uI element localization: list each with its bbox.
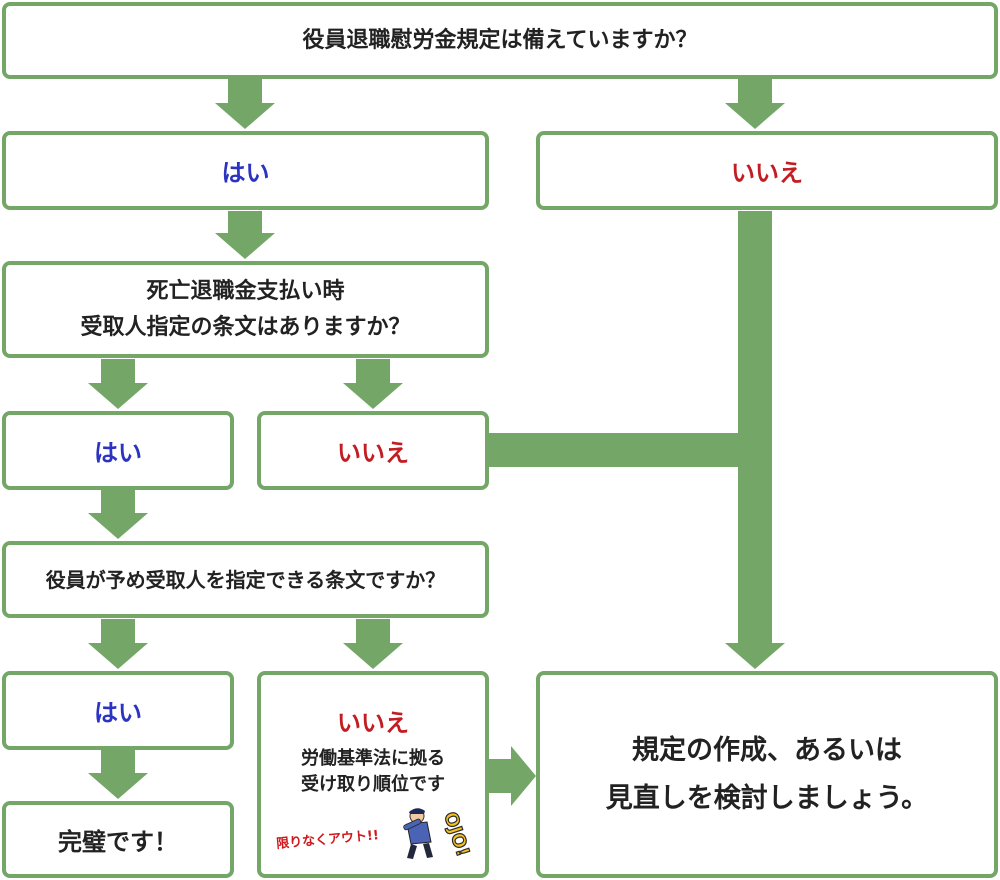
arrow-q3-no <box>343 619 403 669</box>
arrow-no-to-final <box>725 211 785 669</box>
q1-yes-label: はい <box>221 159 270 187</box>
ojo-stamp-text: OJO! <box>439 809 471 859</box>
complete-text: 完璧です！ <box>58 828 178 856</box>
q2-no-box: いいえ <box>257 411 489 490</box>
q3-yes-label: はい <box>94 699 142 727</box>
q3-no-box: いいえ 労働基準法に拠る 受け取り順位です 限りなくアウト!! OJO! <box>257 671 489 878</box>
final-line1: 規定の作成、あるいは <box>632 734 902 766</box>
q1-no-label: いいえ <box>731 159 803 187</box>
complete-box: 完璧です！ <box>2 801 234 878</box>
question-2-line1: 死亡退職金支払い時 <box>146 278 345 304</box>
line-q2-no-join <box>489 433 741 467</box>
q2-yes-box: はい <box>2 411 234 490</box>
question-3-text: 役員が予め受取人を指定できる条文ですか？ <box>45 567 446 592</box>
question-2-box: 死亡退職金支払い時 受取人指定の条文はありますか？ <box>2 261 489 358</box>
arrow-q1-yes <box>215 79 275 129</box>
arrow-q3-yes <box>88 619 148 669</box>
q2-yes-label: はい <box>94 439 142 467</box>
question-1-text: 役員退職慰労金規定は備えていますか？ <box>302 27 698 53</box>
question-3-box: 役員が予め受取人を指定できる条文ですか？ <box>2 541 489 618</box>
arrow-yes-to-complete <box>88 749 148 799</box>
q3-no-label: いいえ <box>337 709 409 737</box>
arrow-yes-to-q2 <box>215 211 275 259</box>
q2-no-label: いいえ <box>337 439 409 467</box>
arrow-q2-yes <box>88 359 148 409</box>
arrow-q1-no <box>725 79 785 129</box>
arrow-yes-to-q3 <box>88 489 148 539</box>
q3-no-line1: 労働基準法に拠る <box>301 748 445 769</box>
final-box: 規定の作成、あるいは 見直しを検討しましょう。 <box>536 671 998 878</box>
warning-tag: 限りなくアウト!! <box>275 828 380 852</box>
referee-ojo-icon: OJO! <box>403 808 471 860</box>
q1-yes-box: はい <box>2 131 489 210</box>
final-line2: 見直しを検討しましょう。 <box>605 782 929 814</box>
q1-no-box: いいえ <box>536 131 998 210</box>
arrow-q2-no <box>343 359 403 409</box>
q3-no-line2: 受け取り順位です <box>301 774 445 795</box>
q3-yes-box: はい <box>2 671 234 750</box>
question-2-line2: 受取人指定の条文はありますか？ <box>80 314 411 340</box>
question-1-box: 役員退職慰労金規定は備えていますか？ <box>2 2 998 79</box>
arrow-q3-no-to-final <box>489 746 536 806</box>
